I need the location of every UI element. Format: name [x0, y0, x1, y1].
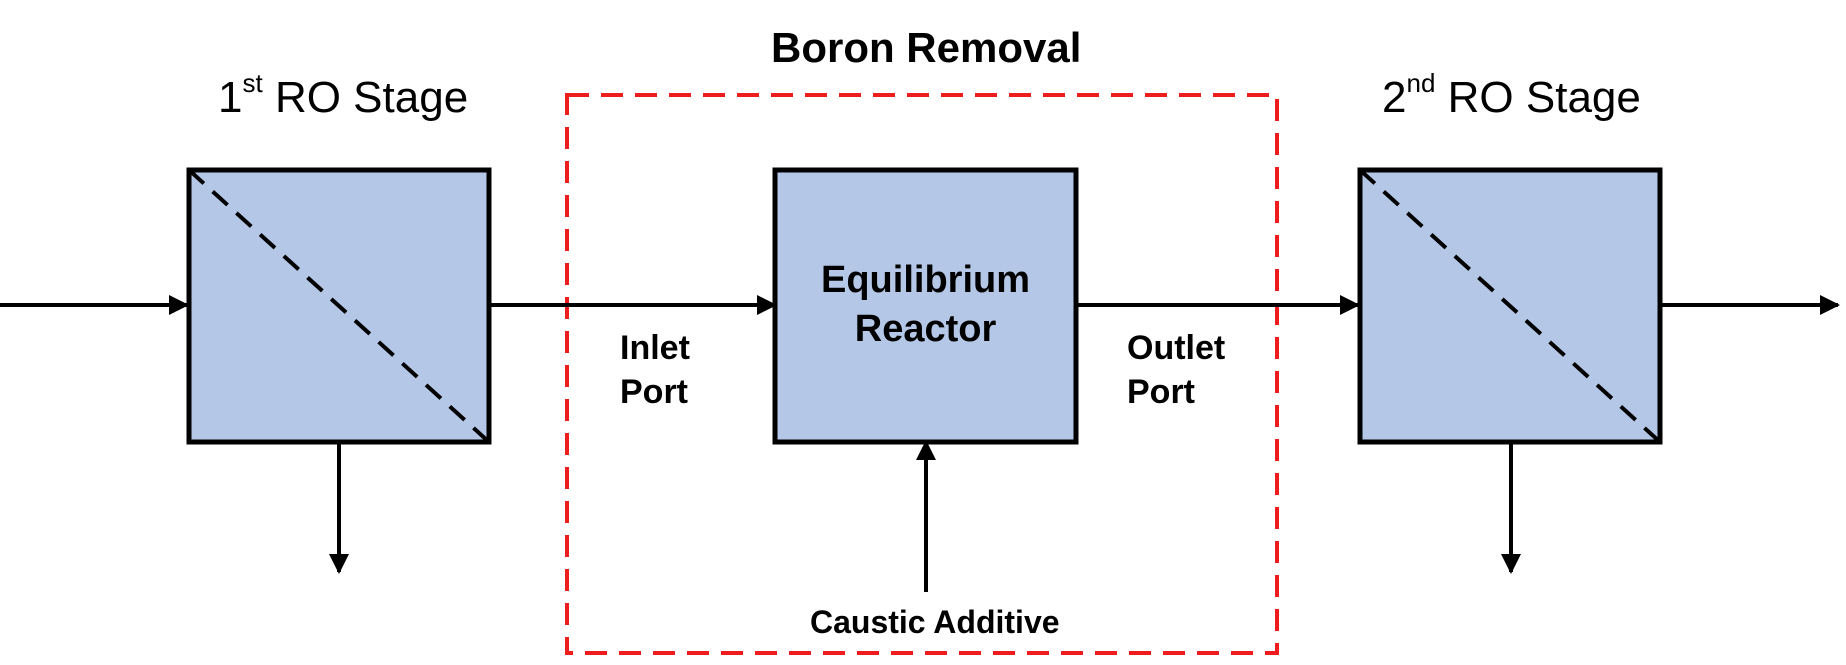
- stage2-membrane-divider: [1358, 168, 1662, 444]
- inlet-port-line1: Inlet: [620, 329, 690, 367]
- reactor-label-line2: Reactor: [854, 308, 997, 351]
- stage2-label: RO Stage: [1447, 73, 1641, 122]
- outlet-port-label: Outlet Port: [1127, 326, 1225, 414]
- stage1-membrane-divider: [187, 168, 491, 444]
- reactor-label: Equilibrium Reactor: [775, 256, 1076, 355]
- stage1-title: 1st RO Stage: [218, 70, 469, 122]
- stage1-number: 1: [218, 73, 243, 122]
- outlet-port-line1: Outlet: [1127, 329, 1226, 367]
- boron-removal-title: Boron Removal: [771, 24, 1082, 71]
- boron-removal-boundary: [565, 93, 1279, 655]
- reactor-box: [772, 167, 1079, 445]
- reactor-label-line1: Equilibrium: [821, 259, 1030, 301]
- caustic-additive-label: Caustic Additive: [810, 604, 1060, 640]
- outlet-port-line2: Port: [1127, 373, 1195, 412]
- stage1-ordinal-suffix: st: [242, 68, 263, 99]
- stage2-ordinal-suffix: nd: [1406, 68, 1436, 99]
- inlet-port-label: Inlet Port: [620, 326, 690, 414]
- stage2-title: 2nd RO Stage: [1382, 70, 1641, 122]
- stage2-number: 2: [1382, 73, 1407, 122]
- inlet-port-line2: Port: [620, 373, 688, 412]
- stage1-label: RO Stage: [274, 73, 469, 122]
